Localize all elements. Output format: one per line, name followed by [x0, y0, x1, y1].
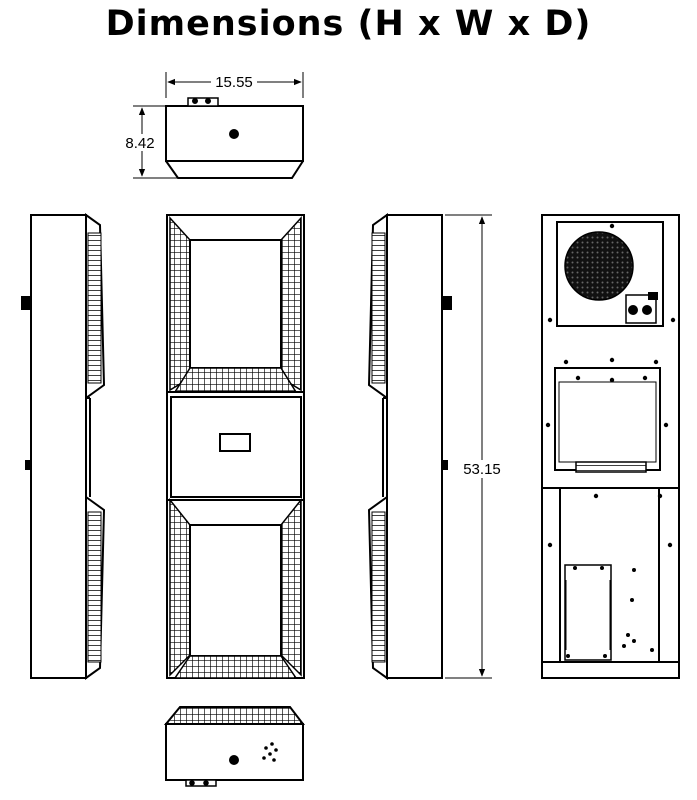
height-dimension [445, 214, 492, 679]
bottom-view [163, 706, 306, 787]
top-view [165, 97, 304, 179]
rear-view [541, 214, 680, 679]
depth-label: 8.42 [125, 135, 154, 152]
page-title: Dimensions (H x W x D) [105, 4, 592, 44]
front-view [166, 214, 305, 679]
rear-view-screws [545, 223, 676, 658]
height-label: 53.15 [463, 461, 501, 478]
bottom-view-holes [262, 742, 278, 762]
width-label: 15.55 [215, 74, 253, 91]
right-side-view [367, 213, 452, 680]
left-side-view [21, 213, 106, 680]
